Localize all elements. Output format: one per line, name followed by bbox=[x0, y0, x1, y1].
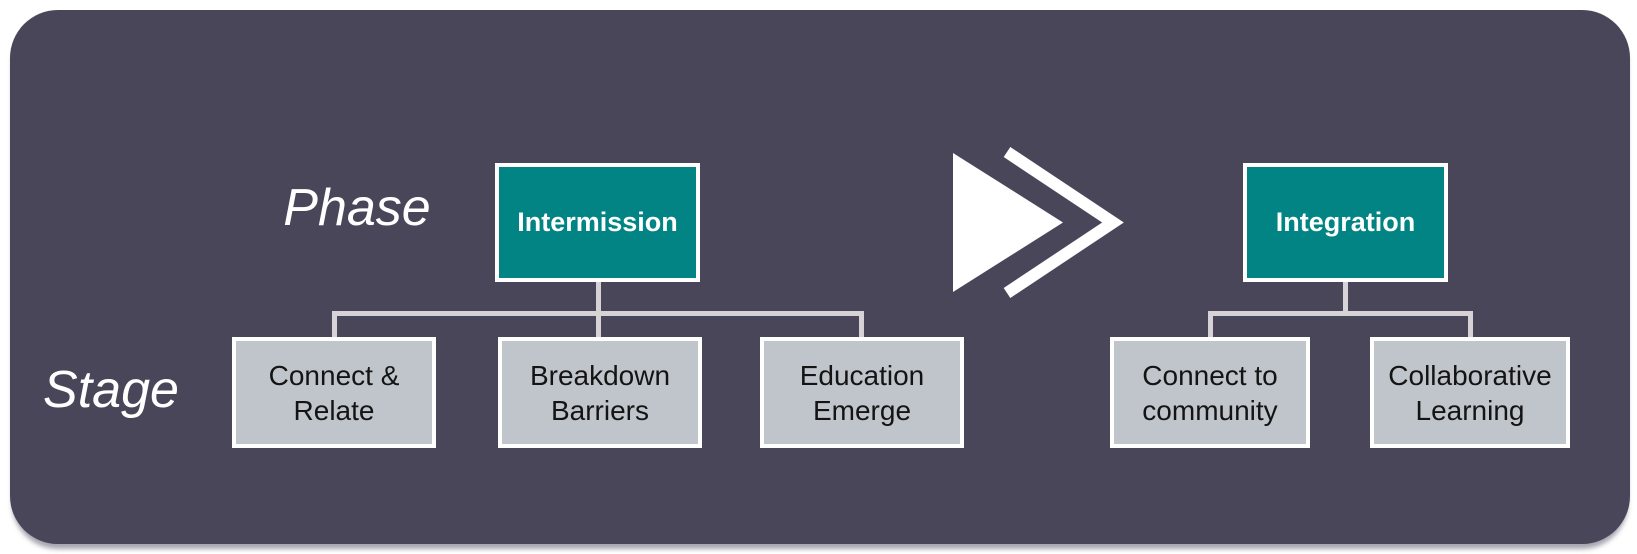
connector-line bbox=[859, 313, 864, 337]
diagram-panel: Phase Stage Intermission Connect & Relat… bbox=[10, 10, 1630, 544]
connector-line bbox=[596, 282, 601, 337]
connector-line bbox=[1468, 313, 1473, 337]
phase-box-intermission: Intermission bbox=[495, 163, 700, 282]
connector-line bbox=[1343, 282, 1348, 316]
phase-box-integration: Integration bbox=[1243, 163, 1448, 282]
connector-line bbox=[332, 311, 864, 316]
stage-box-collaborative-learning: Collaborative Learning bbox=[1370, 337, 1570, 448]
stage-box-connect-relate: Connect & Relate bbox=[232, 337, 436, 448]
connector-line bbox=[1208, 313, 1213, 337]
fast-forward-icon bbox=[945, 140, 1145, 310]
stage-box-connect-to-community: Connect to community bbox=[1110, 337, 1310, 448]
stage-box-breakdown-barriers: Breakdown Barriers bbox=[498, 337, 702, 448]
connector-line bbox=[332, 313, 337, 337]
connector-line bbox=[1208, 311, 1473, 316]
stage-box-education-emerge: Education Emerge bbox=[760, 337, 964, 448]
stage-row-label: Stage bbox=[43, 361, 179, 419]
phase-row-label: Phase bbox=[283, 179, 431, 237]
